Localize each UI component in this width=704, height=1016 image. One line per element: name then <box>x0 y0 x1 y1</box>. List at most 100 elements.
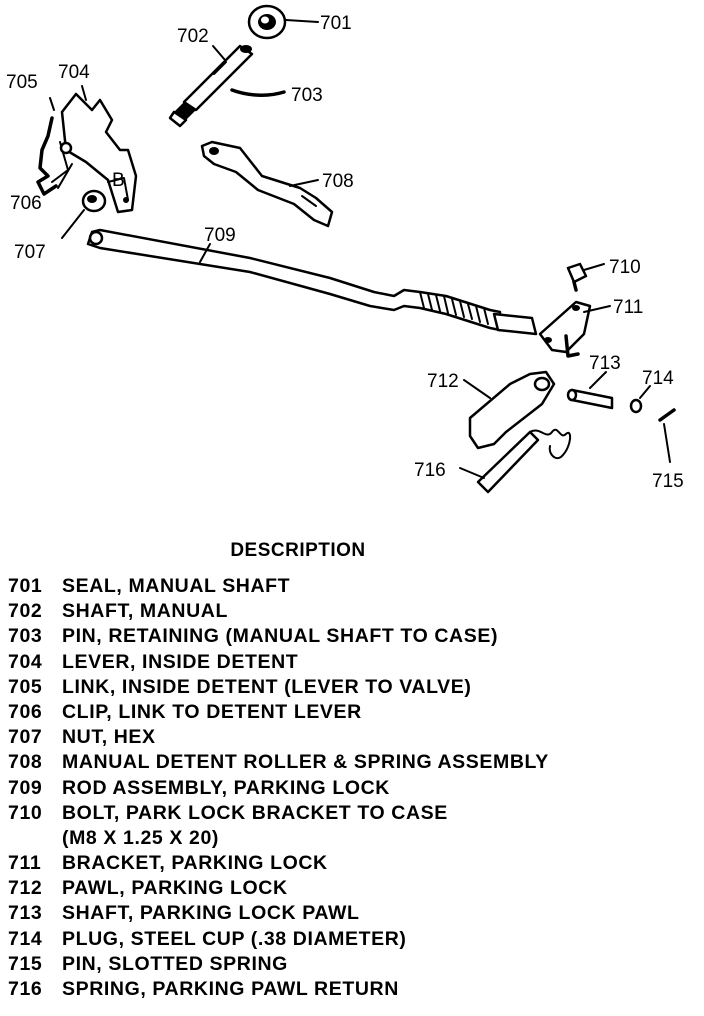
part-702-manual-shaft <box>168 44 254 128</box>
callout-708: 708 <box>322 171 354 192</box>
part-712-parking-lock-pawl <box>468 370 556 450</box>
legend-item: 704 LEVER, INSIDE DETENT <box>0 650 704 675</box>
part-708-detent-roller-spring <box>200 140 334 228</box>
leader-715 <box>663 423 671 463</box>
leader-710 <box>583 263 605 271</box>
part-716-return-spring <box>476 428 572 494</box>
leader-705 <box>49 97 55 111</box>
legend-item-description: LINK, INSIDE DETENT (LEVER TO VALVE) <box>62 675 472 698</box>
legend-item-number: 709 <box>8 776 43 799</box>
leader-706 <box>57 163 73 189</box>
legend-item-description: NUT, HEX <box>62 726 156 749</box>
part-710-bolt <box>566 262 588 292</box>
legend-item-number: 708 <box>8 751 43 774</box>
legend-item-number: 714 <box>8 927 43 950</box>
callout-707: 707 <box>14 242 46 263</box>
callout-710: 710 <box>609 257 641 278</box>
leader-712 <box>463 379 491 399</box>
callout-703: 703 <box>291 85 323 106</box>
callout-713: 713 <box>589 353 621 374</box>
legend-item-description: SHAFT, PARKING LOCK PAWL <box>62 902 360 925</box>
legend-item-description: SPRING, PARKING PAWL RETURN <box>62 978 399 1000</box>
legend-item: 713 SHAFT, PARKING LOCK PAWL <box>0 901 704 926</box>
callout-716: 716 <box>414 460 446 481</box>
part-703-retaining-pin <box>230 88 286 97</box>
legend-item: 708 MANUAL DETENT ROLLER & SPRING ASSEMBL… <box>0 750 704 775</box>
leader-707 <box>61 209 85 239</box>
part-704-inside-detent-lever: B <box>60 92 138 214</box>
part-709-parking-lock-rod <box>86 228 538 336</box>
legend-item-number: 703 <box>8 625 43 648</box>
legend-item-number: 702 <box>8 600 43 623</box>
legend-item-number: 712 <box>8 877 43 900</box>
callout-702: 702 <box>177 26 209 47</box>
leader-701 <box>285 19 319 23</box>
legend-item-number: 704 <box>8 650 43 673</box>
callout-714: 714 <box>642 368 674 389</box>
part-705-inside-detent-link <box>36 116 58 196</box>
legend-item: 706 CLIP, LINK TO DETENT LEVER <box>0 700 704 725</box>
leader-711 <box>583 305 611 313</box>
legend-item-number: 713 <box>8 902 43 925</box>
legend-item-number: 705 <box>8 675 43 698</box>
callout-709: 709 <box>204 225 236 246</box>
legend-item: (M8 X 1.25 X 20) <box>0 826 704 851</box>
leader-709 <box>199 243 211 263</box>
legend-item-description: PLUG, STEEL CUP (.38 DIAMETER) <box>62 927 407 950</box>
leader-716 <box>459 467 485 479</box>
legend-item-number: 707 <box>8 726 43 749</box>
legend-item-number: 716 <box>8 978 43 1000</box>
part-714-steel-cup-plug <box>629 398 643 414</box>
part-706-clip <box>51 141 73 183</box>
callout-711: 711 <box>613 297 643 318</box>
legend-item-number: 701 <box>8 575 43 597</box>
legend-item: 702 SHAFT, MANUAL <box>0 599 704 624</box>
leader-708 <box>289 179 319 187</box>
leader-704 <box>81 85 87 101</box>
exploded-parts-diagram: 701 702 703 B 705 704 706 707 <box>6 4 684 494</box>
legend-item-description: CLIP, LINK TO DETENT LEVER <box>62 700 362 723</box>
legend-item-description: LEVER, INSIDE DETENT <box>62 650 299 673</box>
legend-item-number: 715 <box>8 952 43 975</box>
legend-item-description: (M8 X 1.25 X 20) <box>62 826 220 849</box>
part-711-parking-lock-bracket <box>538 300 592 358</box>
legend-item-description: PAWL, PARKING LOCK <box>62 877 288 900</box>
legend-item-number: 711 <box>8 852 42 875</box>
part-713-pawl-shaft <box>566 388 614 410</box>
leader-702 <box>212 45 226 61</box>
legend-item: 703 PIN, RETAINING (MANUAL SHAFT TO CASE) <box>0 624 704 649</box>
legend-item-description: ROD ASSEMBLY, PARKING LOCK <box>62 776 390 799</box>
callout-705: 705 <box>6 72 38 93</box>
legend-item: 705 LINK, INSIDE DETENT (LEVER TO VALVE) <box>0 675 704 700</box>
legend-item-number: 710 <box>8 801 43 824</box>
callout-706: 706 <box>10 193 42 214</box>
callout-715: 715 <box>652 471 684 492</box>
legend-item-number: 706 <box>8 700 43 723</box>
legend-item: 712 PAWL, PARKING LOCK <box>0 876 704 901</box>
detent-lever-mark: B <box>112 170 125 191</box>
legend-item: 716 SPRING, PARKING PAWL RETURN <box>0 977 704 1002</box>
legend-item: 714 PLUG, STEEL CUP (.38 DIAMETER) <box>0 927 704 952</box>
legend-item-description: PIN, SLOTTED SPRING <box>62 952 288 975</box>
leader-713 <box>589 371 607 389</box>
part-715-slotted-pin <box>658 408 676 422</box>
legend-item-description: SEAL, MANUAL SHAFT <box>62 575 291 597</box>
legend-item-description: PIN, RETAINING (MANUAL SHAFT TO CASE) <box>62 625 499 648</box>
part-707-hex-nut <box>81 189 107 213</box>
callout-712: 712 <box>427 371 459 392</box>
legend-item: 710 BOLT, PARK LOCK BRACKET TO CASE <box>0 801 704 826</box>
legend-heading: DESCRIPTION <box>230 540 366 561</box>
legend-item-description: BOLT, PARK LOCK BRACKET TO CASE <box>62 801 448 824</box>
leader-714 <box>639 385 651 399</box>
legend-item-description: SHAFT, MANUAL <box>62 600 228 623</box>
legend-item-number <box>0 826 62 851</box>
legend-item-description: BRACKET, PARKING LOCK <box>62 852 328 875</box>
legend-item: 711 BRACKET, PARKING LOCK <box>0 851 704 876</box>
legend-item: 707 NUT, HEX <box>0 725 704 750</box>
legend-item: 701 SEAL, MANUAL SHAFT <box>0 574 704 599</box>
part-701-seal <box>247 4 287 40</box>
legend-item-description: MANUAL DETENT ROLLER & SPRING ASSEMBLY <box>62 751 549 774</box>
callout-701: 701 <box>320 13 352 34</box>
